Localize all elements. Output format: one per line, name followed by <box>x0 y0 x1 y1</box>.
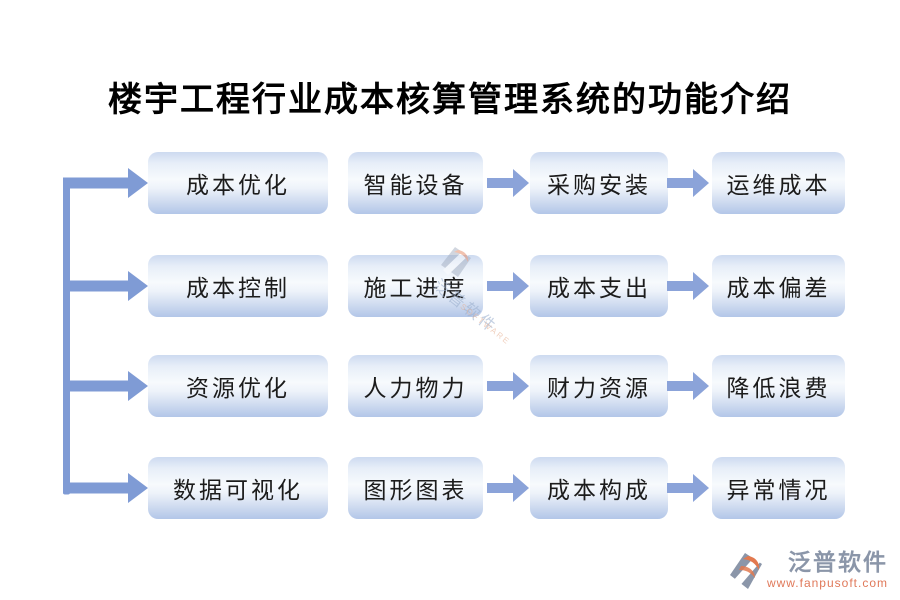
flow-node-label: 运维成本 <box>726 173 831 198</box>
flow-node: 运维成本 <box>712 152 845 214</box>
flow-arrow-icon <box>487 272 529 300</box>
flow-node: 采购安装 <box>530 152 668 214</box>
flow-arrow-icon <box>487 474 529 502</box>
flow-arrow-icon <box>667 272 709 300</box>
flow-arrow-icon <box>667 372 709 400</box>
flow-node: 人力物力 <box>348 355 483 417</box>
page-title: 楼宇工程行业成本核算管理系统的功能介绍 <box>108 82 792 119</box>
flow-node-label: 智能设备 <box>363 173 468 198</box>
flow-node: 数据可视化 <box>148 457 328 519</box>
flow-node-label: 数据可视化 <box>173 478 303 503</box>
flow-arrow-icon <box>667 169 709 197</box>
flow-node-label: 施工进度 <box>363 276 468 301</box>
flow-node: 降低浪费 <box>712 355 845 417</box>
flow-node-label: 成本支出 <box>547 276 651 301</box>
flow-node-label: 人力物力 <box>363 376 468 401</box>
flow-node-label: 成本构成 <box>547 478 651 503</box>
flow-node-label: 采购安装 <box>547 173 651 198</box>
flow-node: 成本优化 <box>148 152 328 214</box>
flow-node-label: 成本偏差 <box>726 276 831 301</box>
flow-node: 异常情况 <box>712 457 845 519</box>
flow-node: 财力资源 <box>530 355 668 417</box>
flow-node: 资源优化 <box>148 355 328 417</box>
flow-node-label: 图形图表 <box>363 478 468 503</box>
footer-brand: 泛普软件 www.fanpusoft.com <box>729 550 888 590</box>
flow-arrow-icon <box>667 474 709 502</box>
fanpu-logo-icon <box>729 552 762 589</box>
flow-node: 智能设备 <box>348 152 483 214</box>
flow-node: 成本控制 <box>148 255 328 317</box>
flow-node-label: 财力资源 <box>547 376 651 401</box>
flow-arrow-icon <box>487 372 529 400</box>
brand-name: 泛普软件 <box>788 549 888 575</box>
flow-node: 成本偏差 <box>712 255 845 317</box>
flow-node: 成本支出 <box>530 255 668 317</box>
flow-node-label: 资源优化 <box>186 376 290 401</box>
flow-node-label: 成本控制 <box>186 276 290 301</box>
flow-node: 图形图表 <box>348 457 483 519</box>
flow-node: 成本构成 <box>530 457 668 519</box>
branch-connector-icon <box>63 168 148 503</box>
brand-url: www.fanpusoft.com <box>766 576 888 590</box>
flow-node-label: 成本优化 <box>186 173 290 198</box>
flow-node-label: 降低浪费 <box>726 376 831 401</box>
flow-arrow-icon <box>487 169 529 197</box>
flow-node-label: 异常情况 <box>726 478 831 503</box>
flow-node: 施工进度 <box>348 255 483 317</box>
